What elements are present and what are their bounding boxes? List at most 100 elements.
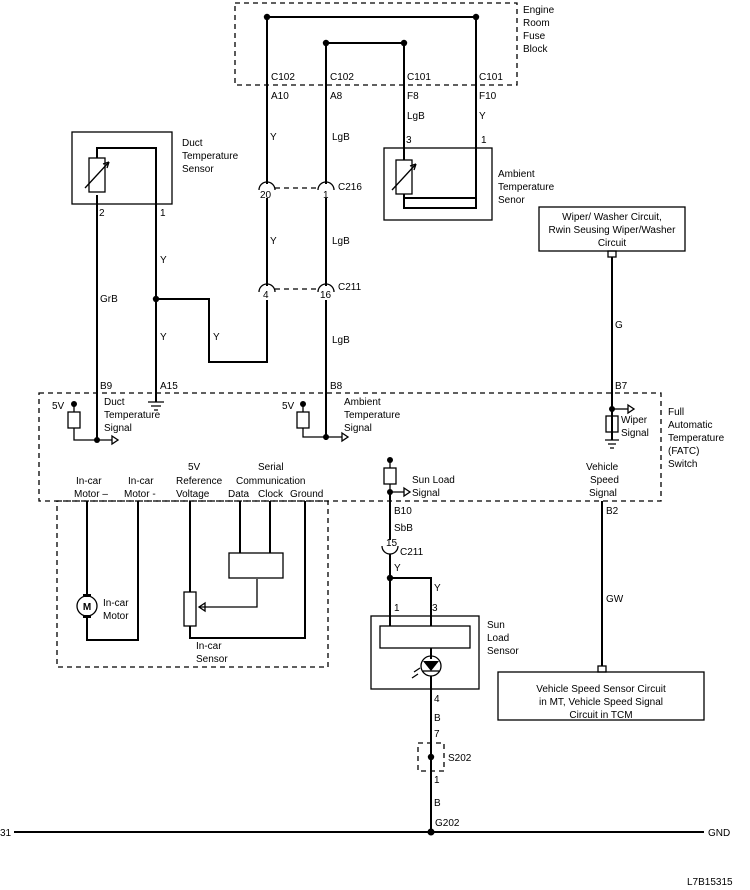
svg-text:Fuse: Fuse [523,31,546,42]
svg-text:C101: C101 [407,72,431,83]
svg-text:C101: C101 [479,72,503,83]
svg-text:(FATC): (FATC) [668,446,699,457]
svg-text:Room: Room [523,18,550,29]
svg-text:Y: Y [479,111,486,122]
svg-text:Y: Y [434,583,441,594]
svg-text:LgB: LgB [332,132,350,143]
svg-text:31: 31 [0,828,12,839]
motor-icon: M [76,594,98,618]
svg-text:C102: C102 [271,72,295,83]
svg-text:C211: C211 [400,547,424,558]
svg-text:5V: 5V [188,462,201,473]
svg-text:Engine: Engine [523,5,555,16]
svg-text:GND: GND [708,828,730,839]
ground-symbol-icon [148,401,164,411]
svg-text:B: B [434,713,441,724]
svg-text:2: 2 [99,208,105,219]
svg-text:LgB: LgB [332,335,350,346]
svg-text:Circuit: Circuit [598,238,627,249]
svg-text:Sun: Sun [487,620,505,631]
svg-text:7: 7 [434,729,440,740]
svg-text:Wiper: Wiper [621,415,648,426]
svg-text:In-car: In-car [196,641,222,652]
svg-text:F10: F10 [479,91,497,102]
svg-text:Signal: Signal [589,488,617,499]
svg-text:F8: F8 [407,91,419,102]
svg-text:1: 1 [323,190,329,201]
svg-text:Y: Y [394,563,401,574]
svg-text:In-car: In-car [128,476,154,487]
svg-text:M: M [83,602,91,613]
svg-text:Load: Load [487,633,509,644]
connector-c211-upper: 4 16 C211 [258,282,362,301]
svg-text:In-car: In-car [76,476,102,487]
svg-text:Reference: Reference [176,476,223,487]
ambient-temperature-sensor: Ambient Temperature Senor [383,147,555,221]
photodiode-icon [411,655,442,679]
duct-temperature-sensor: Duct Temperature Sensor 2 1 [71,131,239,219]
svg-text:B: B [434,798,441,809]
svg-text:Voltage: Voltage [176,489,210,500]
variable-resistor-icon [84,157,110,193]
svg-text:Y: Y [270,236,277,247]
svg-text:Y: Y [213,332,220,343]
fatc-switch: Full Automatic Temperature (FATC) Switch… [38,381,725,502]
vehicle-speed-sensor-box: Vehicle Speed Sensor Circuit in MT, Vehi… [497,665,705,721]
svg-text:Clock: Clock [258,489,284,500]
svg-text:Vehicle: Vehicle [586,462,619,473]
svg-text:C211: C211 [338,282,362,293]
svg-text:C216: C216 [338,182,362,193]
svg-text:Switch: Switch [668,459,697,470]
connector-c216: 20 1 C216 [258,181,362,201]
svg-text:Motor -: Motor - [124,489,156,500]
svg-text:5V: 5V [52,401,65,412]
svg-text:in MT, Vehicle Speed Signal: in MT, Vehicle Speed Signal [539,697,663,708]
svg-text:Sensor: Sensor [182,164,214,175]
svg-text:Full: Full [668,407,684,418]
svg-text:5V: 5V [282,401,295,412]
svg-text:3: 3 [406,135,412,146]
svg-text:GrB: GrB [100,294,118,305]
ground-bus: 31 G202 GND [0,818,730,839]
svg-text:Y: Y [270,132,277,143]
svg-text:A8: A8 [330,91,343,102]
svg-text:Senor: Senor [498,195,525,206]
svg-text:SbB: SbB [394,523,413,534]
svg-text:16: 16 [320,290,332,301]
svg-text:Temperature: Temperature [344,410,401,421]
svg-text:Duct: Duct [104,397,125,408]
svg-text:Automatic: Automatic [668,420,712,431]
svg-text:Signal: Signal [621,428,649,439]
svg-text:1: 1 [160,208,166,219]
svg-text:G202: G202 [435,818,460,829]
svg-text:Signal: Signal [412,488,440,499]
svg-text:3: 3 [432,603,438,614]
svg-text:Sensor: Sensor [487,646,519,657]
svg-text:Block: Block [523,44,548,55]
svg-text:Wiper/ Washer Circuit,: Wiper/ Washer Circuit, [562,212,662,223]
svg-text:LgB: LgB [332,236,350,247]
svg-text:A10: A10 [271,91,289,102]
svg-text:4: 4 [434,694,440,705]
svg-text:B2: B2 [606,506,619,517]
svg-text:A15: A15 [160,381,178,392]
svg-text:Temperature: Temperature [182,151,239,162]
connector-c211-lower: 15 C211 [381,538,424,558]
svg-text:Rwin Seusing Wiper/Washer: Rwin Seusing Wiper/Washer [549,225,677,236]
wiper-washer-circuit-box: Wiper/ Washer Circuit, Rwin Seusing Wipe… [538,206,686,258]
svg-text:4: 4 [263,290,269,301]
svg-text:1: 1 [481,135,487,146]
svg-text:1: 1 [434,775,440,786]
svg-text:Data: Data [228,489,250,500]
svg-text:Y: Y [160,255,167,266]
variable-resistor-icon [391,159,417,195]
svg-text:Vehicle Speed Sensor Circuit: Vehicle Speed Sensor Circuit [536,684,666,695]
svg-text:Speed: Speed [590,475,619,486]
svg-text:Duct: Duct [182,138,203,149]
fatc-internal-box: M In-car Motor In-car Sensor [56,500,329,668]
figure-id: L7B15315 [687,877,733,888]
svg-text:B10: B10 [394,506,412,517]
svg-text:LgB: LgB [407,111,425,122]
svg-text:Signal: Signal [344,423,372,434]
